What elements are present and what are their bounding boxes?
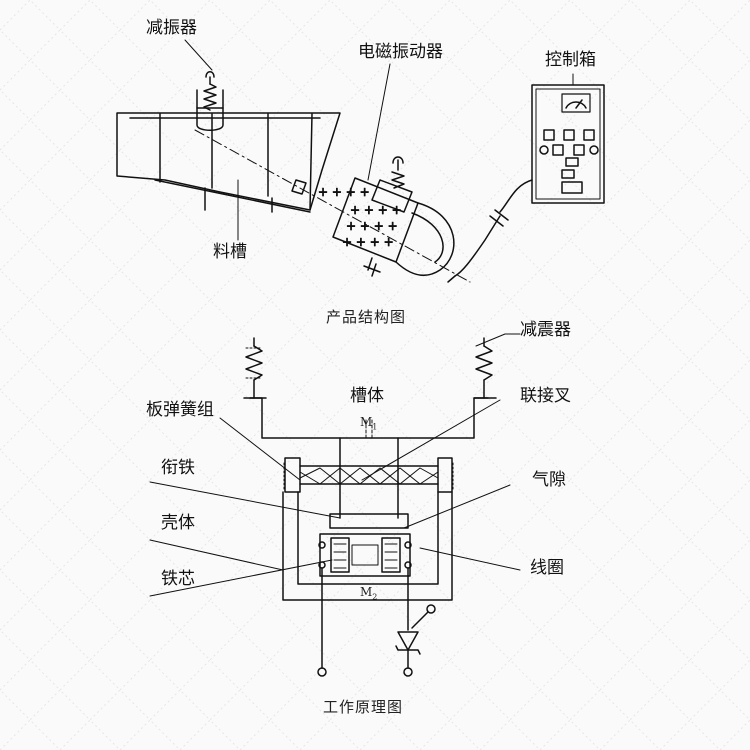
armature-label: 衔铁 [161, 458, 195, 478]
mass2-label: M2 [360, 585, 378, 602]
housing-label: 壳体 [161, 513, 195, 533]
trough-label: 料槽 [213, 242, 247, 262]
top-caption: 产品结构图 [326, 308, 407, 326]
mass1-label: M1 [360, 415, 378, 432]
leaf-springs-label: 板弹簧组 [146, 400, 214, 420]
control-box-label: 控制箱 [545, 50, 596, 70]
fork-label: 联接叉 [520, 386, 571, 406]
svg-text:+ + + +: + + + + [342, 235, 394, 249]
top-leader-lines [184, 39, 574, 241]
svg-text:+ + + +: + + + + [350, 203, 402, 217]
vibrator-drawing: + + + + + + + + + + + + + + + + [291, 156, 455, 277]
top-damper-drawing [196, 71, 224, 131]
vibrator-label: 电磁振动器 [358, 42, 443, 62]
shock-absorber-label: 减震器 [520, 320, 571, 340]
air-gap-label: 气隙 [532, 470, 566, 490]
control-box-drawing [447, 84, 605, 283]
trough-body-drawing [249, 397, 489, 439]
trough-body-label: 槽体 [350, 386, 384, 406]
svg-text:+ + + +: + + + + [318, 185, 370, 199]
bottom-leader-lines [149, 333, 521, 597]
bottom-caption: 工作原理图 [323, 698, 404, 716]
trough-drawing [116, 112, 341, 213]
fork-and-springs-drawing [283, 437, 454, 519]
centerline-dashed [194, 129, 471, 283]
damper-label: 减振器 [146, 18, 197, 38]
svg-text:+ + + +: + + + + [346, 219, 398, 233]
coil-label: 线圈 [530, 558, 564, 578]
housing-drawing [282, 491, 453, 601]
iron-core-label: 铁芯 [161, 569, 195, 589]
circuit-drawing [317, 567, 436, 677]
